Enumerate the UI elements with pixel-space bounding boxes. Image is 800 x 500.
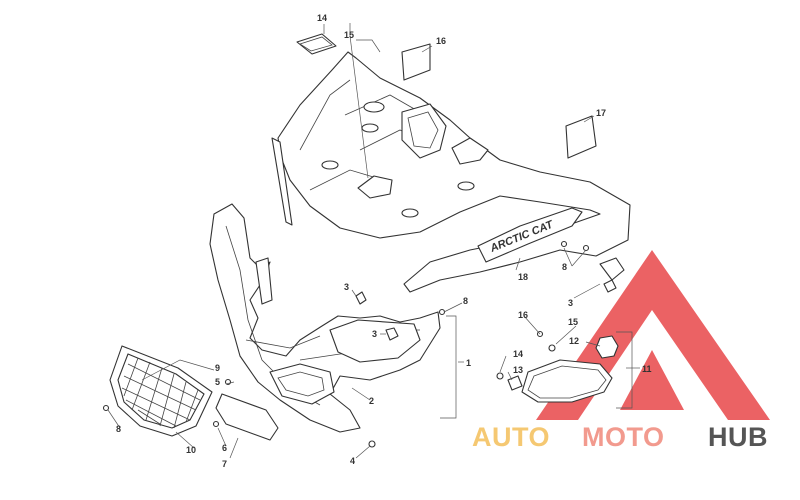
callout-10: 10 <box>186 445 196 455</box>
callout-numbers: 14 15 16 17 18 8 3 3 3 8 1 16 15 12 14 1… <box>116 13 652 469</box>
callout-3-mid: 3 <box>372 329 377 339</box>
watermark-hub: HUB <box>708 422 768 452</box>
callout-19: 16 <box>436 36 446 46</box>
callout-11: 11 <box>642 364 652 374</box>
callout-7: 7 <box>222 459 227 469</box>
callout-20: 17 <box>596 108 606 118</box>
watermark-auto: AUTO <box>472 422 550 452</box>
callout-17: 14 <box>317 13 327 23</box>
callout-15: 15 <box>568 317 578 327</box>
callout-3-right: 3 <box>568 298 573 308</box>
callout-1: 1 <box>466 358 471 368</box>
callout-6: 6 <box>222 443 227 453</box>
grille <box>109 345 213 437</box>
part-17-cover <box>296 33 337 55</box>
callout-5: 5 <box>215 377 220 387</box>
watermark-text: AUTO MOTO HUB <box>472 422 768 452</box>
callout-14: 14 <box>513 349 523 359</box>
callout-2: 2 <box>369 396 374 406</box>
callout-13: 13 <box>513 365 523 375</box>
callout-21: 18 <box>518 272 528 282</box>
callout-3-top: 3 <box>344 282 349 292</box>
callout-4: 4 <box>350 456 355 466</box>
part-20-decal <box>565 115 597 159</box>
part-7-lens <box>215 393 279 441</box>
headlight-assembly <box>521 335 619 403</box>
callout-8-top: 8 <box>562 262 567 272</box>
front-fender: ARCTIC CAT <box>271 51 631 293</box>
callout-18: 15 <box>344 30 354 40</box>
callout-9: 9 <box>215 363 220 373</box>
callout-16: 16 <box>518 310 528 320</box>
callout-12: 12 <box>569 336 579 346</box>
callout-8-left: 8 <box>116 424 121 434</box>
front-fascia <box>209 203 441 433</box>
callout-8-mid: 8 <box>463 296 468 306</box>
watermark-moto: MOTO <box>582 422 665 452</box>
part-19-decal <box>401 43 431 81</box>
leader-lines <box>107 23 640 459</box>
